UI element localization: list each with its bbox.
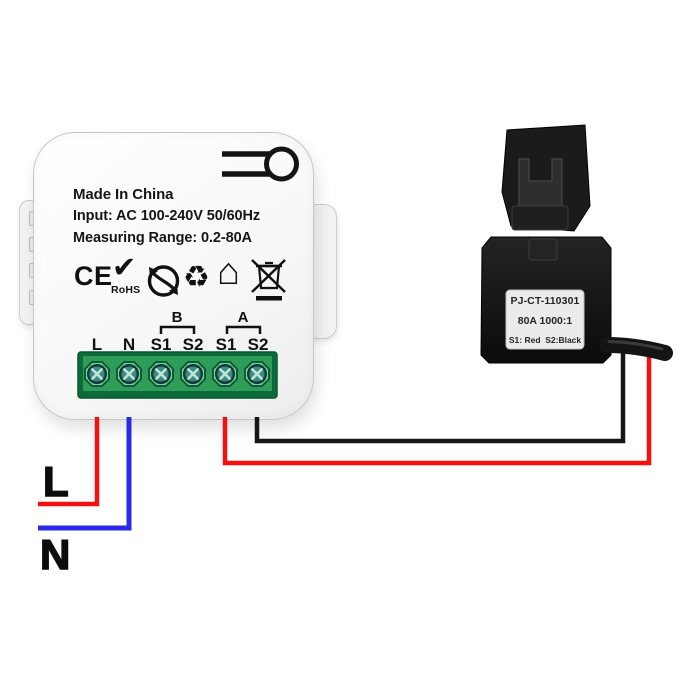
channel-brackets	[159, 325, 262, 334]
ct-label-sticker	[505, 289, 585, 350]
rohs-check-icon: ✔	[112, 252, 137, 284]
ce-mark-icon: CE	[74, 261, 113, 291]
terminal-label-b-s1: S1	[150, 335, 172, 354]
channel-a-label: A	[237, 309, 249, 326]
wire-ct-s2-black	[254, 350, 626, 444]
wire-ct-s1-red	[222, 352, 652, 466]
weee-bin-icon	[251, 259, 286, 301]
ct-rating: 80A 1000:1	[517, 315, 573, 327]
terminal-block	[77, 351, 278, 399]
clamp-hinge	[511, 205, 569, 231]
module-input-text: Input: AC 100-240V 50/60Hz	[73, 208, 261, 224]
ct-model: PJ-CT-110301	[510, 295, 580, 307]
terminal-label-a-s1: S1	[215, 335, 237, 354]
ct-wire-note: S1: Red S2:Black	[508, 335, 582, 345]
channel-b-label: B	[171, 309, 183, 326]
terminal-label-l: L	[91, 335, 103, 354]
recycle-icon: ♻	[183, 261, 210, 294]
green-dot-icon	[147, 265, 180, 297]
clamp-body-tab	[528, 238, 558, 261]
neutral-wire-label: N	[39, 531, 71, 578]
terminal-label-a-s2: S2	[247, 335, 269, 354]
ct-cable	[599, 337, 673, 361]
rohs-label: RoHS	[111, 284, 141, 296]
module-made-in-text: Made In China	[73, 186, 174, 203]
terminal-label-n: N	[122, 335, 136, 354]
wire-neutral-blue	[38, 417, 132, 531]
house-icon: ⌂	[217, 251, 240, 293]
terminal-screws	[84, 361, 270, 387]
reset-groove	[222, 146, 299, 182]
wire-live-red	[38, 417, 100, 507]
ct-cable-highlight	[607, 340, 664, 351]
ct-clamp	[480, 124, 673, 364]
ct-label-text: PJ-CT-110301 80A 1000:1 S1: Red S2:Black	[506, 291, 584, 349]
module-range-text: Measuring Range: 0.2-80A	[73, 230, 252, 246]
terminal-label-b-s2: S2	[182, 335, 204, 354]
live-wire-label: L	[42, 458, 69, 505]
